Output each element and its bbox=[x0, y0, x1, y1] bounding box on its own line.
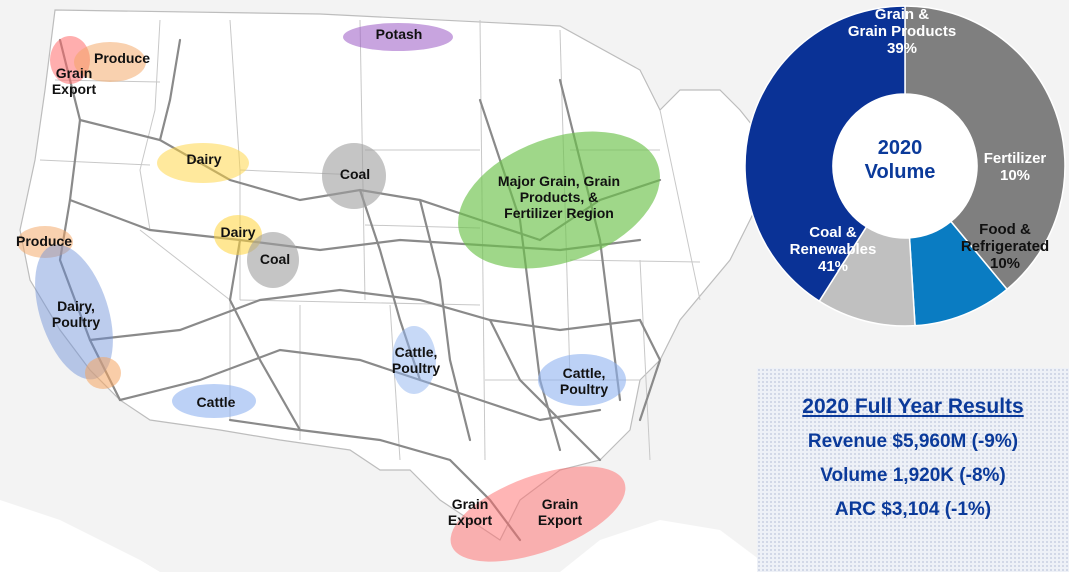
pie-value-fertilizer: 10% bbox=[999, 167, 1031, 184]
produce-ca-south-region bbox=[85, 357, 121, 389]
label-coal-wy-north: Coal bbox=[339, 166, 371, 182]
label-produce-nw: Produce bbox=[93, 50, 150, 66]
label-coal-utah: Coal bbox=[259, 251, 291, 267]
pie-center-hole bbox=[833, 94, 977, 238]
label-dairy-utah: Dairy bbox=[220, 224, 256, 240]
grain-export-gulf-region bbox=[450, 466, 626, 562]
gulf-water bbox=[560, 520, 780, 572]
major-grain-region bbox=[458, 131, 660, 269]
pie-label-coal: Coal & Renewables bbox=[789, 224, 877, 258]
pie-center-title: 2020 Volume bbox=[864, 137, 936, 183]
full-year-results-panel: 2020 Full Year Results Revenue $5,960M (… bbox=[757, 368, 1069, 572]
pie-label-food: Food & Refrigerated bbox=[960, 221, 1050, 255]
volume-pie-chart bbox=[744, 5, 1066, 327]
pie-value-coal: 41% bbox=[817, 258, 849, 275]
label-cattle-az: Cattle bbox=[196, 394, 236, 410]
results-revenue: Revenue $5,960M (-9%) bbox=[807, 431, 1019, 452]
ocean-sw bbox=[0, 500, 160, 572]
label-dairy-idaho: Dairy bbox=[186, 151, 222, 167]
region-highlights bbox=[17, 23, 660, 562]
cattle-az-region bbox=[172, 384, 256, 418]
dairy-idaho-region bbox=[157, 143, 249, 183]
label-dairy-poultry-ca: Dairy, Poultry bbox=[51, 298, 101, 330]
label-cattle-poultry-ar: Cattle, Poultry bbox=[559, 365, 609, 397]
pie-label-grain: Grain & Grain Products bbox=[847, 6, 957, 40]
coal-wy-north-region bbox=[322, 143, 386, 209]
coal-utah-region bbox=[247, 232, 299, 288]
dairy-poultry-ca-region bbox=[35, 244, 113, 380]
cattle-poultry-ks-region bbox=[392, 326, 436, 394]
label-grain-export-gulf: Grain Export bbox=[537, 496, 583, 528]
dairy-utah-region bbox=[214, 215, 262, 255]
label-cattle-poultry-ks: Cattle, Poultry bbox=[391, 344, 441, 376]
produce-ca-region bbox=[17, 226, 73, 258]
label-major-grain: Major Grain, Grain Products, & Fertilize… bbox=[497, 173, 621, 221]
label-grain-export-tx: Grain Export bbox=[447, 496, 493, 528]
pie-value-food: 10% bbox=[989, 255, 1021, 272]
label-potash: Potash bbox=[375, 26, 423, 42]
label-grain-export-nw: Grain Export bbox=[51, 65, 97, 97]
produce-nw-region bbox=[74, 42, 146, 82]
label-produce-ca: Produce bbox=[15, 233, 72, 249]
potash-region bbox=[343, 23, 453, 51]
results-arc: ARC $3,104 (-1%) bbox=[834, 499, 992, 520]
results-volume: Volume 1,920K (-8%) bbox=[820, 465, 1006, 486]
results-title: 2020 Full Year Results bbox=[802, 395, 1024, 418]
pie-value-grain: 39% bbox=[886, 40, 918, 57]
cattle-poultry-ar-region bbox=[538, 354, 626, 406]
pie-label-fertilizer: Fertilizer bbox=[983, 150, 1047, 167]
